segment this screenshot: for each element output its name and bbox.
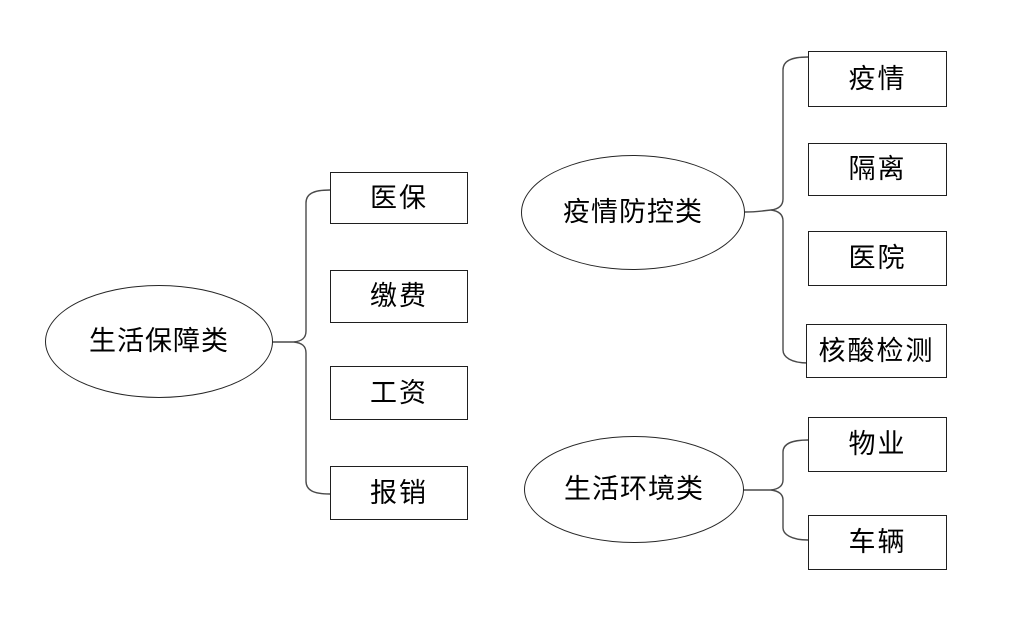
category-label: 生活保障类 [89, 326, 229, 356]
category-label: 生活环境类 [564, 474, 704, 504]
item-box-nucleic-acid-test: 核酸检测 [806, 324, 947, 378]
item-box-reimbursement: 报销 [330, 466, 468, 520]
category-ellipse-living-environment: 生活环境类 [524, 436, 744, 543]
item-label: 医保 [370, 182, 428, 213]
category-ellipse-life-security: 生活保障类 [45, 285, 273, 398]
item-label: 医院 [848, 243, 907, 273]
item-label: 缴费 [370, 281, 428, 311]
item-box-salary: 工资 [330, 366, 468, 420]
item-label: 工资 [370, 377, 428, 408]
item-label: 车辆 [848, 527, 907, 557]
item-box-quarantine: 隔离 [808, 143, 947, 196]
item-label: 疫情 [848, 63, 907, 94]
item-box-epidemic: 疫情 [808, 51, 947, 107]
item-label: 隔离 [848, 154, 907, 184]
stub-connector-group2 [744, 209, 772, 213]
item-label: 物业 [848, 429, 907, 459]
item-box-vehicles: 车辆 [808, 515, 947, 570]
item-box-medical-insurance: 医保 [330, 172, 468, 224]
item-label: 报销 [370, 477, 428, 508]
item-box-hospital: 医院 [808, 231, 947, 286]
item-box-payment: 缴费 [330, 270, 468, 323]
brace-connector-group3 [770, 439, 809, 541]
item-box-property-management: 物业 [808, 417, 947, 472]
brace-connector-group2 [770, 56, 809, 364]
item-label: 核酸检测 [818, 335, 935, 366]
brace-connector-group1 [293, 189, 331, 495]
category-label: 疫情防控类 [563, 197, 703, 227]
category-ellipse-epidemic-control: 疫情防控类 [521, 155, 745, 270]
